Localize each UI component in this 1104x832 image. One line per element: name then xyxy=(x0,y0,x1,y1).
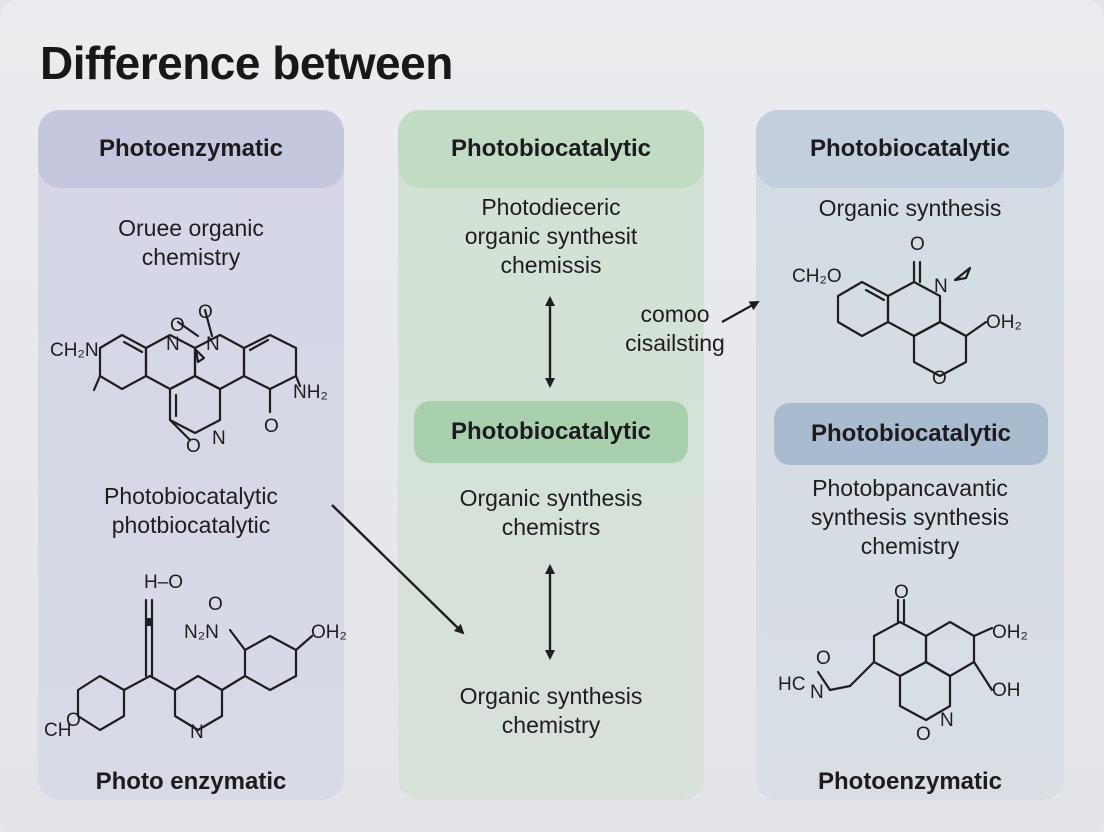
mol-label-ho: H–O xyxy=(144,572,183,593)
mol-label-o-top: O xyxy=(894,582,909,603)
mol-label-n1: N xyxy=(166,334,180,355)
mol-label-o-ketone: O xyxy=(264,416,279,437)
mol-label-n: N xyxy=(934,276,948,297)
page-title: Difference between xyxy=(40,37,453,89)
mol-label-nh2: NH₂ xyxy=(293,382,328,403)
mol-label-ch: CH xyxy=(44,720,71,741)
mol-label-o-ring: O xyxy=(932,368,947,389)
left-text-middle: Photobiocatalytic photbiocatalytic xyxy=(104,483,278,538)
mol-label-oh2: OH₂ xyxy=(311,622,347,643)
mol-label-o-top: O xyxy=(198,302,213,323)
middle-pill: Photobiocatalytic xyxy=(414,401,688,463)
mol-label-ring-o: O xyxy=(186,436,201,457)
connector-arrow xyxy=(721,301,760,323)
mol-label-n-left: N xyxy=(810,682,824,703)
right-footer: Photoenzymatic xyxy=(817,768,1003,795)
column-header: Photoenzymatic xyxy=(38,110,344,188)
left-footer: Photo enzymatic xyxy=(95,768,287,795)
left-text-top: Oruee organic chemistry xyxy=(118,215,264,270)
middle-text-bottom: Organic synthesis chemistry xyxy=(459,683,643,738)
mol-label-n-ring: N xyxy=(940,710,954,731)
mol-label-ring-n: N xyxy=(212,428,226,449)
mol-label-n2: N xyxy=(206,334,220,355)
mol-label-ch2o: CH₂O xyxy=(792,266,842,287)
right-text-middle: Photobpancavantic synthesis synthesis ch… xyxy=(810,475,1010,559)
column-photoenzymatic: Photoenzymatic xyxy=(38,110,344,800)
mol-label-o: O xyxy=(208,594,223,615)
mol-label-n2n: N₂N xyxy=(184,622,219,643)
connector-label: comoo cisailsting xyxy=(625,301,725,356)
right-molecule-bottom: O OH₂ OH HC N O O N xyxy=(778,582,1028,745)
mol-label-oh2: OH₂ xyxy=(992,622,1028,643)
left-molecule-bottom: H–O O N₂N OH₂ CH O N xyxy=(44,572,347,743)
mol-label-o-left: O xyxy=(816,648,831,669)
right-molecule-top: CH₂O O N OH₂ O xyxy=(792,234,1022,389)
mol-label-ch2n: CH₂N xyxy=(50,340,99,361)
mol-label-oh2: OH₂ xyxy=(986,312,1022,333)
mol-label-hc: HC xyxy=(778,674,805,695)
left-molecule-top: CH₂N O O N N NH₂ O O N xyxy=(50,302,328,457)
column-header: Photobiocatalytic xyxy=(398,110,704,188)
right-pill: Photobiocatalytic xyxy=(774,403,1048,465)
mol-label-o-ring: O xyxy=(916,724,931,745)
mol-label-n: N xyxy=(190,722,204,743)
mol-label-oh: OH xyxy=(992,680,1021,701)
right-text-top: Organic synthesis xyxy=(818,195,1002,221)
column-header: Photobiocatalytic xyxy=(756,110,1064,188)
diagonal-arrow xyxy=(331,504,465,635)
mol-label-o-top: O xyxy=(910,234,925,255)
mol-label-o-ring: O xyxy=(66,710,81,731)
middle-text-middle: Organic synthesis chemistrs xyxy=(459,485,643,540)
mol-label-o-left: O xyxy=(170,315,185,336)
middle-text-top: Photodieceric organic synthesit chemissi… xyxy=(464,194,638,278)
